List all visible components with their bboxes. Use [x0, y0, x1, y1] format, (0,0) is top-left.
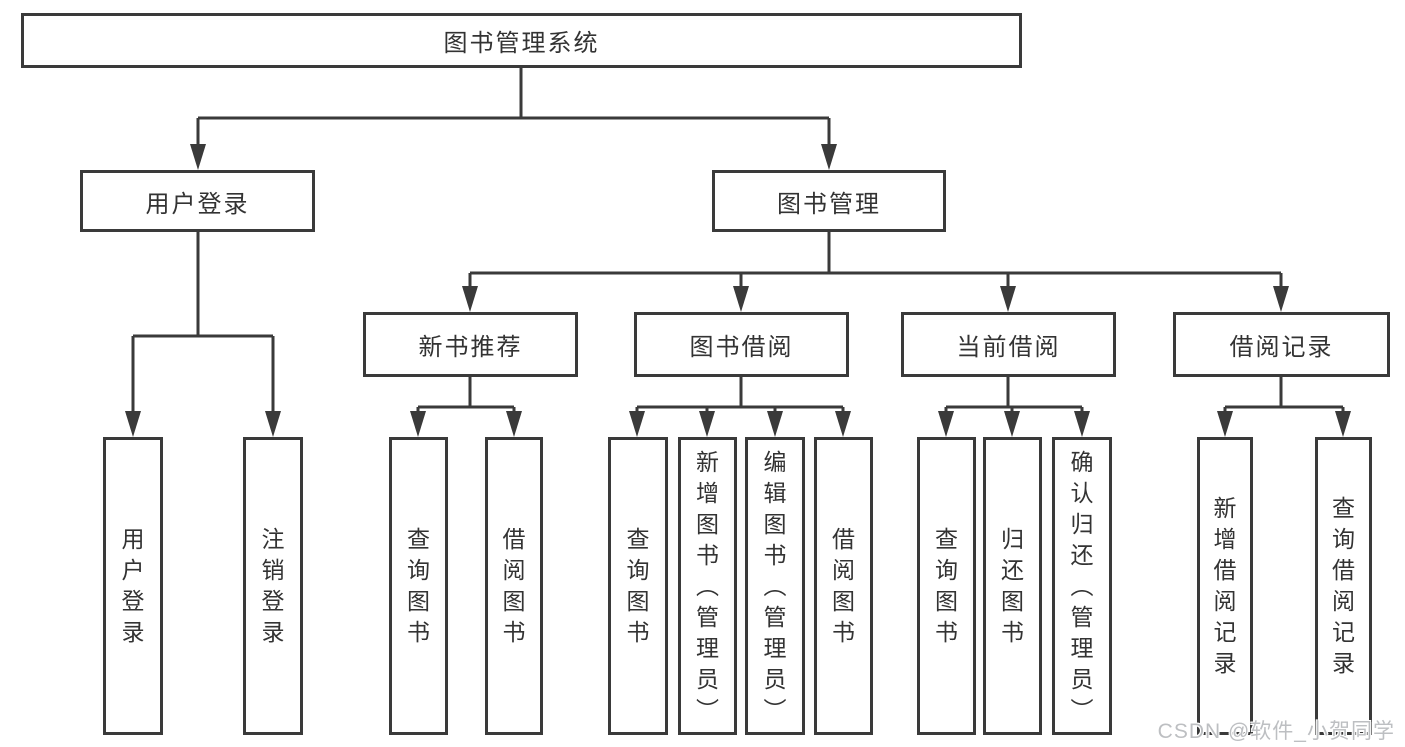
- node-borrow-records: 借阅记录: [1173, 312, 1390, 377]
- leaf-current-confirm-return-admin: 确认归还︵管理员︶: [1052, 437, 1112, 735]
- leaf-newbook-query-books: 查询图书: [389, 437, 448, 735]
- node-user-login: 用户登录: [80, 170, 315, 232]
- node-root-system: 图书管理系统: [21, 13, 1022, 68]
- leaf-borrow-query-books: 查询图书: [608, 437, 668, 735]
- node-current-borrow: 当前借阅: [901, 312, 1116, 377]
- leaf-current-query-books: 查询图书: [917, 437, 976, 735]
- leaf-newbook-borrow-books: 借阅图书: [485, 437, 543, 735]
- leaf-user-login: 用户登录: [103, 437, 163, 735]
- node-book-management: 图书管理: [712, 170, 946, 232]
- node-new-book-recommend: 新书推荐: [363, 312, 578, 377]
- node-book-borrow: 图书借阅: [634, 312, 849, 377]
- watermark: CSDN @软件_小贺同学: [1157, 720, 1395, 743]
- leaf-borrow-borrow-books: 借阅图书: [814, 437, 873, 735]
- leaf-borrow-add-books-admin: 新增图书︵管理员︶: [678, 437, 737, 735]
- leaf-records-add-record: 新增借阅记录: [1197, 437, 1253, 735]
- leaf-current-return-books: 归还图书: [983, 437, 1042, 735]
- leaf-logout-login: 注销登录: [243, 437, 303, 735]
- leaf-records-query-record: 查询借阅记录: [1315, 437, 1372, 735]
- leaf-borrow-edit-books-admin: 编辑图书︵管理员︶: [745, 437, 805, 735]
